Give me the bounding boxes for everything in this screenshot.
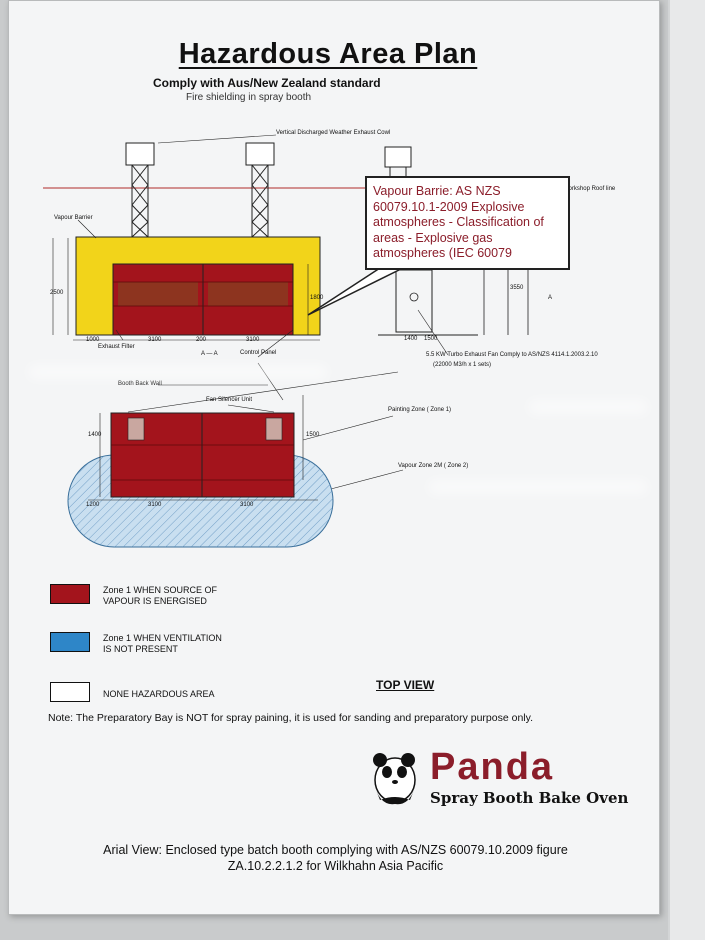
exhaust-filter-label: Exhaust Filter — [98, 344, 135, 350]
dimension: 1500 — [424, 336, 438, 342]
fan-note-label: 5.5 KW Turbo Exhaust Fan Comply to AS/NZ… — [426, 352, 598, 358]
dimension: 1200 — [86, 502, 100, 508]
painting-zone-label: Painting Zone ( Zone 1) — [388, 407, 452, 413]
adjacent-poster-edge — [668, 0, 705, 940]
poster-subtitle: Comply with Aus/New Zealand standard — [153, 76, 381, 90]
dimension: 1500 — [306, 432, 320, 438]
brand-tagline: Spray Booth Bake Oven — [430, 789, 629, 807]
poster: Hazardous Area Plan Comply with Aus/New … — [8, 0, 660, 915]
brand-name: Panda — [430, 746, 555, 788]
dimension: 200 — [196, 337, 207, 343]
dimension: 1400 — [404, 336, 418, 342]
legend-swatch-zone1-red — [50, 584, 90, 604]
preparatory-bay-note: Note: The Preparatory Bay is NOT for spr… — [48, 712, 534, 724]
fan-note-label-2: (22000 M3/h x 1 sets) — [433, 362, 492, 368]
vapour-barrier-label: Vapour Barrier — [54, 215, 93, 221]
roofline-label: Workshop Roof line — [563, 186, 616, 192]
legend-swatch-non-hazardous — [50, 682, 90, 702]
glare — [528, 400, 648, 414]
cowl-label: Vertical Discharged Weather Exhaust Cowl — [276, 130, 391, 136]
vapour-zone-label: Vapour Zone 2M ( Zone 2) — [398, 463, 469, 469]
exhaust-stack — [125, 142, 155, 238]
footer-caption: Arial View: Enclosed type batch booth co… — [103, 843, 568, 873]
legend-label-non-hazardous: NONE HAZARDOUS AREA — [103, 689, 215, 699]
top-view-label: TOP VIEW — [376, 678, 435, 692]
glare — [28, 365, 328, 379]
dimension: 1800 — [310, 295, 324, 301]
back-wall-label: Booth Back Wall — [118, 381, 162, 387]
dimension: 3100 — [148, 502, 162, 508]
legend-swatch-zone1-blue — [50, 632, 90, 652]
section-label: A — A — [201, 351, 218, 357]
dimension: 3100 — [240, 502, 254, 508]
control-panel-label: Control Panel — [240, 350, 277, 356]
vapour-barrier-callout: Vapour Barrie: AS NZS 60079.10.1-2009 Ex… — [365, 176, 570, 270]
exhaust-stack — [245, 142, 275, 238]
dimension: 3100 — [246, 337, 260, 343]
dimension: 1000 — [86, 337, 100, 343]
poster-title: Hazardous Area Plan — [178, 38, 478, 70]
glare — [428, 480, 648, 494]
panda-icon — [373, 753, 416, 805]
elevation-diagram — [43, 134, 563, 548]
fan-silencer-label: Fan Silencer Unit — [206, 397, 253, 403]
marker-a: A — [548, 295, 553, 301]
dimension: 1400 — [88, 432, 102, 438]
dimension: 2500 — [50, 290, 64, 296]
poster-subtitle-line2: Fire shielding in spray booth — [186, 92, 312, 103]
dimension: 3100 — [148, 337, 162, 343]
dimension: 3550 — [510, 285, 524, 291]
